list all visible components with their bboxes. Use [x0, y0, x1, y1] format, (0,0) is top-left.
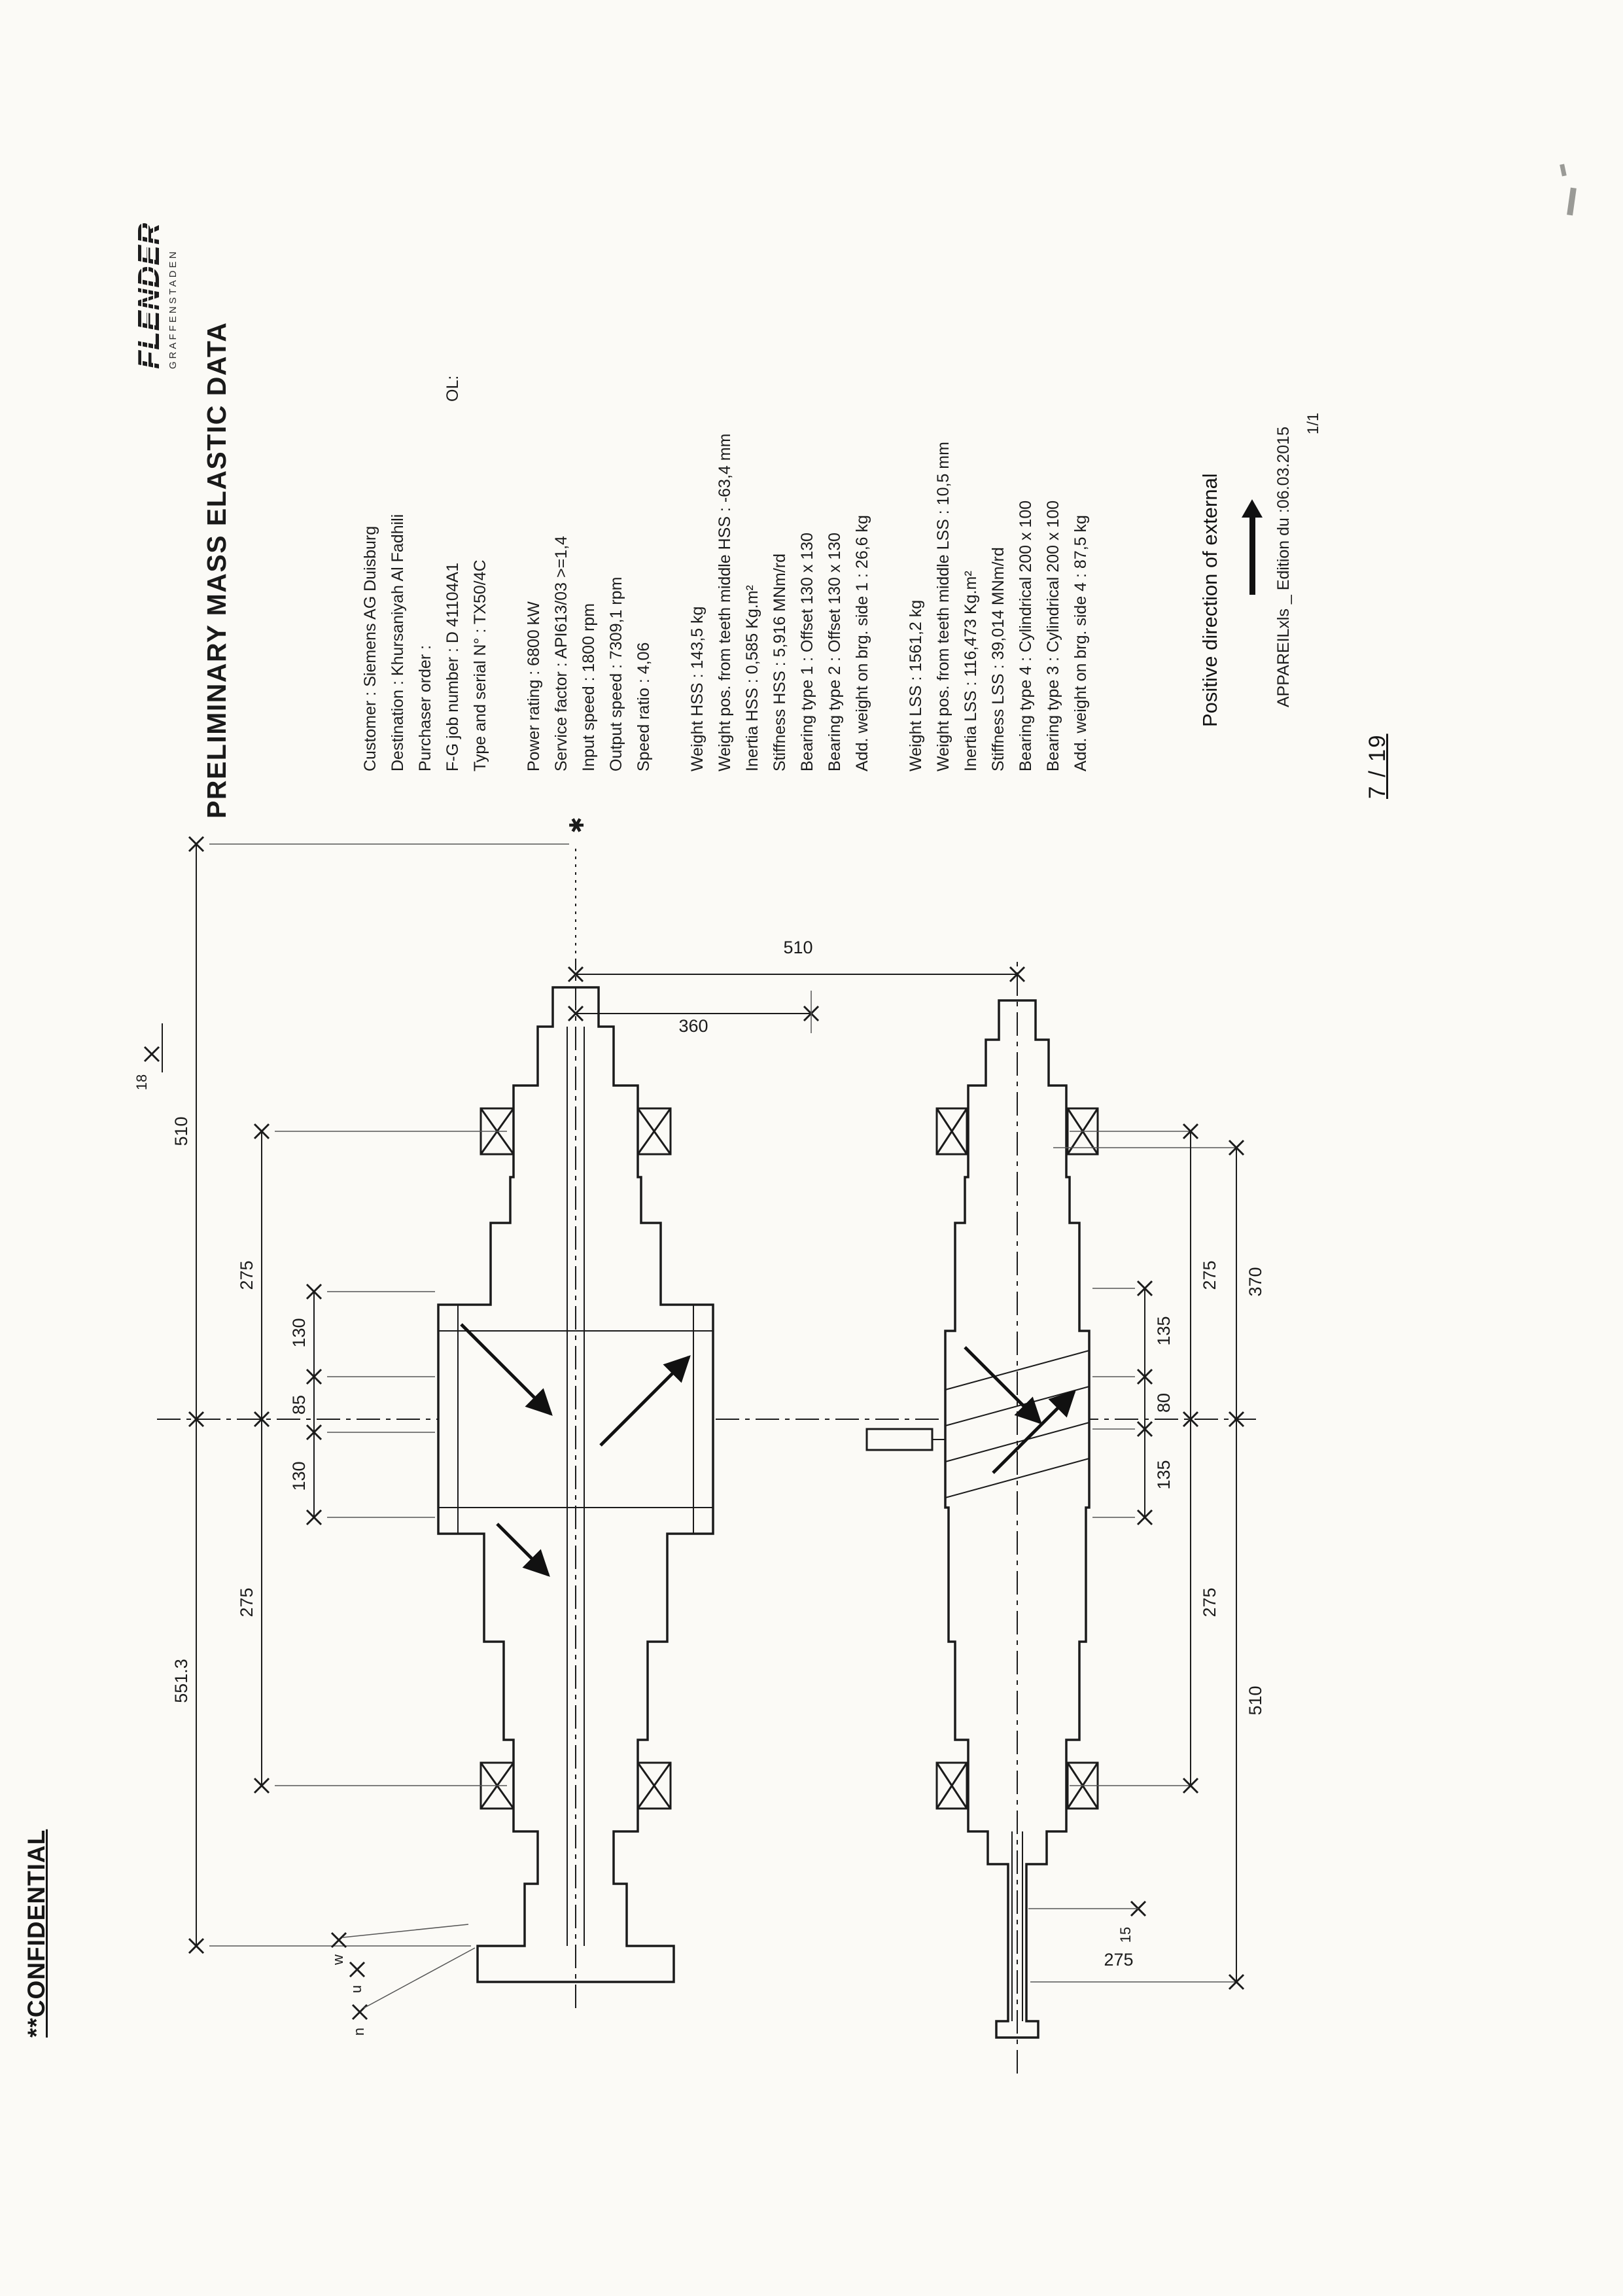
bottom-dimension-chains: 135 80 135 275 275 510 370 275 15 [1028, 1123, 1265, 1990]
dim-lss-end: 18 [133, 1074, 150, 1090]
bearing-symbol [480, 1107, 672, 1810]
leader-arrows [964, 1346, 1076, 1474]
scan-artifact [1560, 164, 1567, 177]
dim-lss-face3: 130 [289, 1318, 309, 1347]
dim-hss-quill: 275 [1104, 1950, 1133, 1969]
ref-mark-n: n [351, 2028, 367, 2036]
dim-vertical-510: 510 [783, 938, 812, 957]
dim-hss-tip: 15 [1117, 1927, 1134, 1943]
scan-artifact [1567, 187, 1577, 216]
mass-elastic-drawing: ✱ [133, 817, 1265, 2074]
dim-lss-span-left: 275 [237, 1587, 256, 1617]
dim-hss-face3: 135 [1154, 1316, 1174, 1345]
coupling-point-star: ✱ [567, 817, 588, 833]
dim-lss-span-right: 275 [237, 1260, 256, 1290]
edition-note: APPAREILxls _ Edition du :06.03.2015 [1274, 427, 1293, 707]
dim-lss-total-right: 510 [171, 1116, 191, 1146]
probe-detail [865, 1428, 945, 1451]
dim-lss-total-left: 551.3 [171, 1659, 191, 1703]
lss-assembly: ✱ [437, 817, 714, 2008]
arrow-shaft [1249, 518, 1255, 595]
page-number: 7 / 19 [1365, 733, 1390, 799]
dim-hss-total-right: 370 [1246, 1267, 1265, 1296]
logo-subtitle: GRAFFENSTADEN [167, 249, 179, 369]
flender-logo: FLENDER GRAFFENSTADEN [131, 222, 179, 369]
logo-wordmark: FLENDER [131, 222, 166, 369]
ol-label: OL: [444, 375, 462, 402]
ref-mark-w: w [330, 1954, 346, 1966]
confidential-stamp: **CONFIDENTIAL [23, 1829, 50, 2038]
dim-vertical-360: 360 [678, 1016, 708, 1036]
dim-hss-span-right: 275 [1200, 1260, 1219, 1290]
leader-arrows [460, 1323, 691, 1577]
reference-marks: n u w [330, 1924, 476, 2036]
top-dimension-chains: 551.3 510 275 275 130 85 130 18 [133, 836, 569, 1954]
positive-direction-note: Positive direction of external [1198, 473, 1221, 727]
dim-hss-face2: 80 [1154, 1393, 1174, 1413]
dim-lss-face2: 85 [289, 1395, 309, 1415]
dim-hss-face1: 135 [1154, 1460, 1174, 1489]
dim-hss-span-left: 275 [1200, 1587, 1219, 1617]
direction-arrow-icon [1242, 499, 1263, 595]
revision-label: 1/1 [1304, 412, 1322, 434]
vertical-dimensions: 360 510 [567, 938, 1026, 1036]
arrow-head [1242, 499, 1263, 518]
hss-assembly [865, 961, 1099, 2074]
dim-hss-total-left: 510 [1246, 1686, 1265, 1715]
dim-lss-face1: 130 [289, 1461, 309, 1491]
ref-mark-u: u [348, 1985, 364, 1993]
